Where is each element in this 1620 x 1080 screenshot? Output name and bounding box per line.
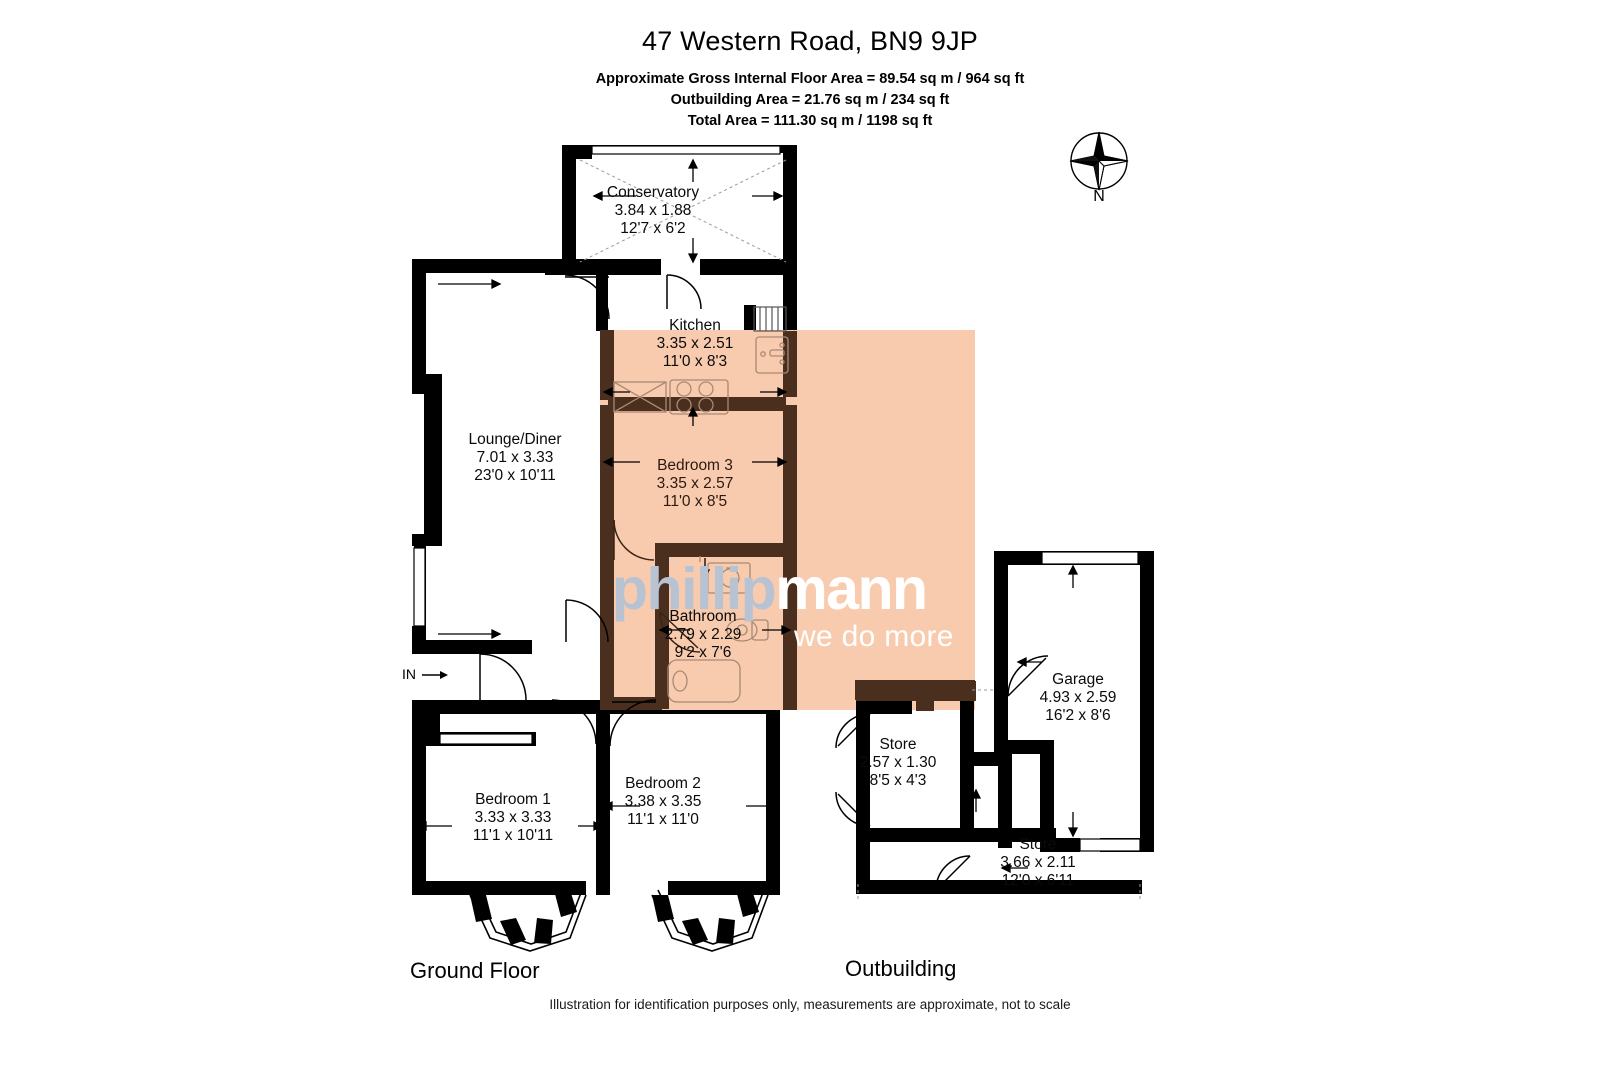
- page-title: 47 Western Road, BN9 9JP: [642, 26, 978, 56]
- entrance-arrow-icon: [421, 671, 448, 680]
- room-name: Conservatory: [606, 184, 700, 201]
- room-imperial: 23'0 x 10'11: [474, 467, 556, 485]
- ground-floor-windows: [413, 145, 781, 745]
- room-metric: 3.35 x 2.51: [656, 335, 734, 353]
- room-label-lounge-diner: Lounge/Diner 7.01 x 3.33 23'0 x 10'11: [432, 431, 598, 485]
- entrance-in-label: IN: [402, 666, 416, 682]
- room-name: Bathroom: [669, 608, 737, 625]
- room-imperial: 11'1 x 10'11: [472, 827, 554, 845]
- room-metric: 4.93 x 2.59: [1039, 689, 1117, 707]
- outbuilding-dimensions: [970, 564, 1079, 874]
- room-imperial: 12'7 x 6'2: [620, 220, 686, 238]
- room-label-kitchen: Kitchen 3.35 x 2.51 11'0 x 8'3: [612, 317, 778, 371]
- conservatory-hatch: [579, 159, 787, 263]
- total-area-text: Total Area = 111.30 sq m / 1198 sq ft: [687, 113, 933, 129]
- room-metric: 2.79 x 2.29: [664, 626, 742, 644]
- room-label-garage: Garage 4.93 x 2.59 16'2 x 8'6: [995, 671, 1161, 725]
- room-metric: 3.66 x 2.11: [1000, 854, 1076, 872]
- room-metric: 3.84 x 1.88: [614, 202, 692, 220]
- room-imperial: 8'5 x 4'3: [869, 772, 927, 790]
- room-name: Lounge/Diner: [468, 431, 562, 448]
- room-label-store-1: Store 2.57 x 1.30 8'5 x 4'3: [815, 736, 981, 790]
- room-metric: 7.01 x 3.33: [476, 449, 554, 467]
- room-imperial: 12'0 x 6'11: [1001, 872, 1075, 890]
- compass-north-label: N: [1093, 188, 1105, 205]
- room-name: Bedroom 3: [657, 457, 733, 474]
- floor-label-outbuilding: Outbuilding: [845, 956, 957, 981]
- room-name: Store: [879, 736, 917, 753]
- outbuilding-windows: [1041, 551, 1141, 852]
- room-imperial: 11'0 x 8'3: [662, 353, 728, 371]
- disclaimer-text: Illustration for identification purposes…: [549, 997, 1071, 1012]
- room-metric: 3.38 x 3.35: [624, 793, 702, 811]
- boiler-radiator-icon: [753, 306, 787, 332]
- room-imperial: 16'2 x 8'6: [1045, 707, 1111, 725]
- kitchen-fixtures: [613, 336, 789, 415]
- room-name: Store: [1019, 836, 1057, 853]
- dimension-arrows: [416, 158, 792, 832]
- room-label-store-2: Store 3.66 x 2.11 12'0 x 6'11: [955, 836, 1121, 890]
- outbuilding-area-text: Outbuilding Area = 21.76 sq m / 234 sq f…: [670, 92, 950, 108]
- outbuilding-tinted-wall: [856, 681, 976, 711]
- compass-rose-icon: [1068, 130, 1130, 192]
- room-label-conservatory: Conservatory 3.84 x 1.88 12'7 x 6'2: [570, 184, 736, 238]
- door-swings: [479, 274, 702, 747]
- gross-internal-area-text: Approximate Gross Internal Floor Area = …: [595, 71, 1025, 87]
- room-label-bedroom-1: Bedroom 1 3.33 x 3.33 11'1 x 10'11: [430, 791, 596, 845]
- room-name: Bedroom 2: [625, 775, 701, 792]
- room-label-bedroom-3: Bedroom 3 3.35 x 2.57 11'0 x 8'5: [612, 457, 778, 511]
- room-metric: 2.57 x 1.30: [859, 754, 937, 772]
- outbuilding-guidelines: [857, 689, 1141, 902]
- bathroom-fixtures: [667, 556, 769, 703]
- room-metric: 3.35 x 2.57: [656, 475, 734, 493]
- room-name: Garage: [1052, 671, 1104, 688]
- room-metric: 3.33 x 3.33: [474, 809, 552, 827]
- room-label-bathroom: Bathroom 2.79 x 2.29 9'2 x 7'6: [620, 608, 786, 662]
- room-imperial: 11'0 x 8'5: [662, 493, 728, 511]
- room-label-bedroom-2: Bedroom 2 3.38 x 3.35 11'1 x 11'0: [580, 775, 746, 829]
- room-imperial: 9'2 x 7'6: [674, 644, 732, 662]
- room-imperial: 11'1 x 11'0: [627, 811, 699, 829]
- outbuilding-doors: [835, 655, 1049, 891]
- room-name: Bedroom 1: [475, 791, 551, 808]
- room-name: Kitchen: [669, 317, 721, 334]
- entrance-in-marker: IN: [402, 666, 448, 682]
- floor-label-ground: Ground Floor: [410, 958, 540, 983]
